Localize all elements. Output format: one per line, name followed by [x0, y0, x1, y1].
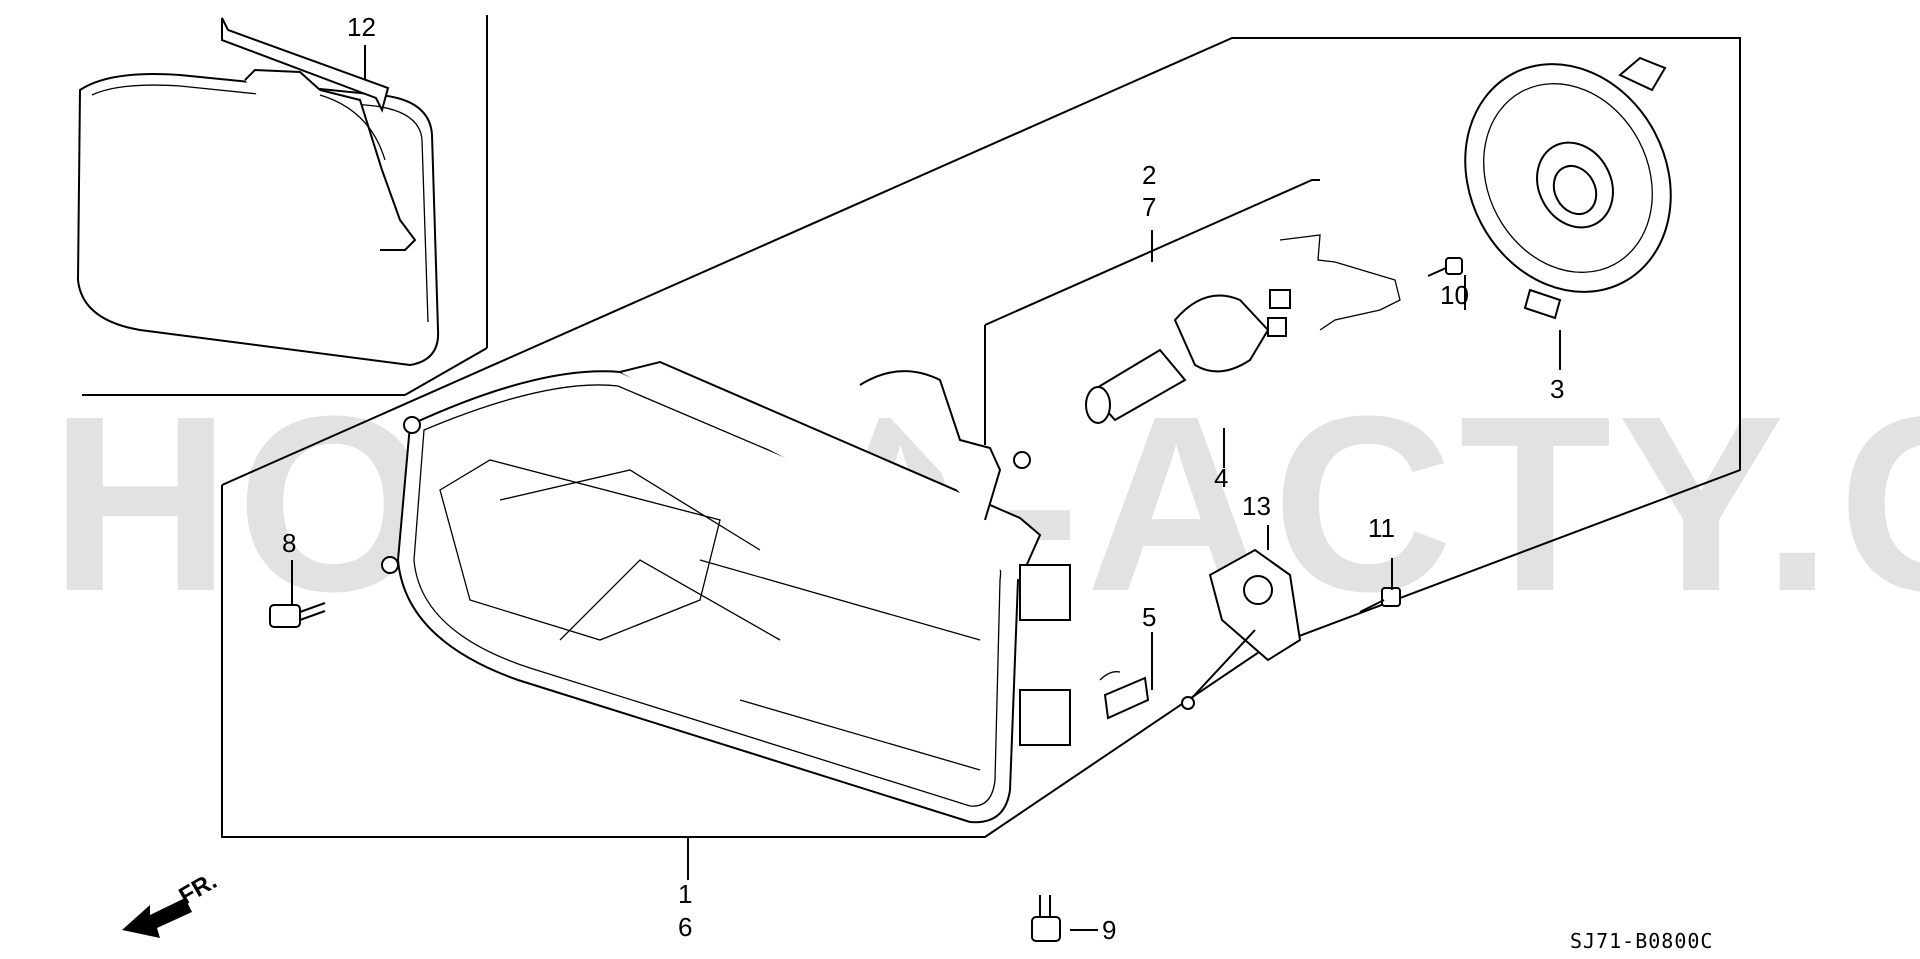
- assembly-boundary: [221, 37, 1741, 838]
- inset-frame: [82, 15, 488, 396]
- callout-8: 8: [282, 528, 296, 558]
- callout-11: 11: [1368, 513, 1395, 543]
- callout-2: 2: [1142, 160, 1156, 190]
- leader-lines: [291, 45, 1561, 931]
- callout-4: 4: [1214, 463, 1228, 493]
- seal-strip-12: [221, 17, 390, 113]
- headlamp-assembly: [381, 360, 1071, 824]
- callout-5: 5: [1142, 602, 1156, 632]
- screw-10: [1427, 257, 1463, 277]
- callout-12: 12: [347, 12, 376, 42]
- callout-13: 13: [1242, 491, 1271, 521]
- retaining-spring: [1279, 234, 1401, 331]
- callout-3: 3: [1550, 374, 1564, 404]
- bulb-bracket-top: [984, 179, 1320, 326]
- callout-9: 9: [1102, 915, 1116, 945]
- callout-1: 1: [678, 879, 692, 909]
- screw-9: [1031, 895, 1061, 942]
- inset-headlamp: [76, 68, 440, 367]
- callout-10: 10: [1440, 280, 1469, 310]
- dust-cover-3: [1464, 56, 1672, 320]
- callout-6: 6: [678, 912, 692, 942]
- clip-5: [1099, 671, 1150, 720]
- catalog-code: SJ71-B0800C: [1570, 929, 1713, 953]
- screw-8: [269, 602, 326, 628]
- callout-7: 7: [1142, 192, 1156, 222]
- bulb-4: [1085, 289, 1291, 424]
- front-direction-arrow: FR.: [122, 867, 221, 938]
- adjuster-13: [1181, 548, 1302, 710]
